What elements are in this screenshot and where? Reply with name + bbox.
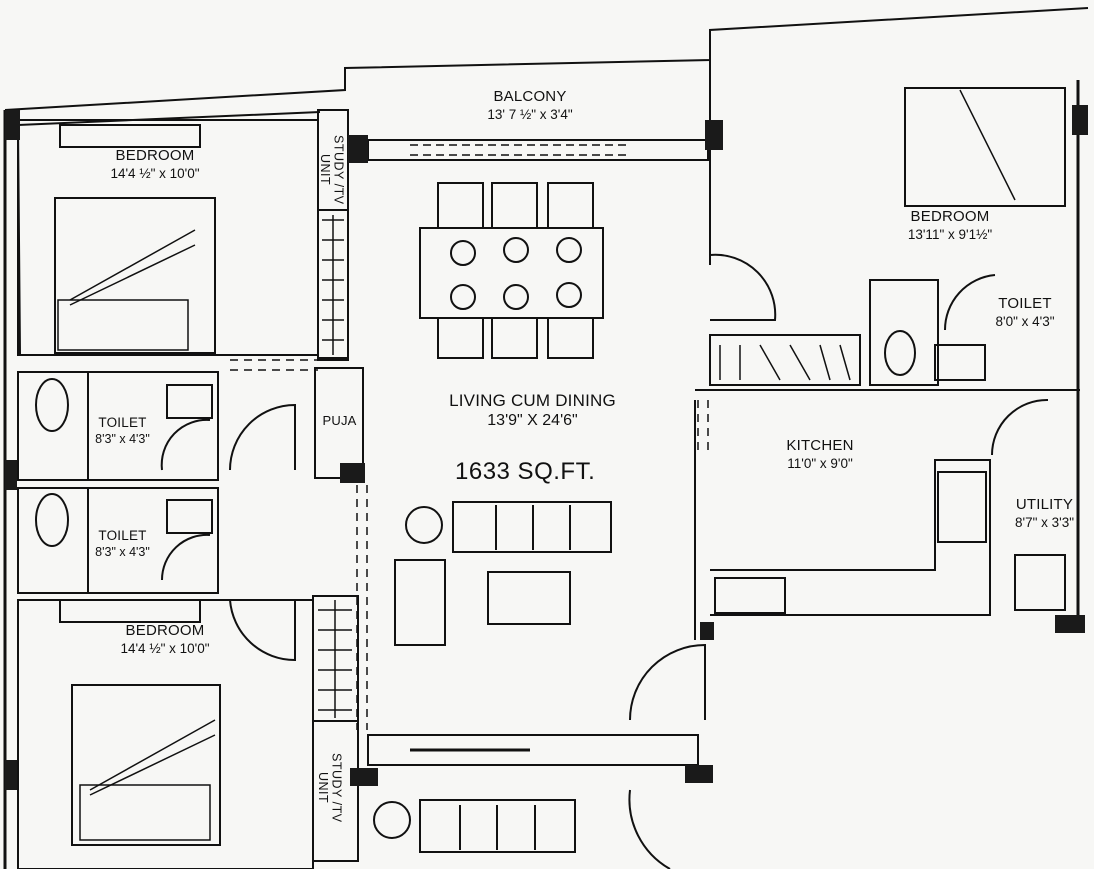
room-label-bedroom-top-right: BEDROOM 13'11" x 9'1½" bbox=[885, 208, 1015, 244]
room-name: BEDROOM bbox=[125, 622, 205, 639]
room-name: TOILET bbox=[98, 415, 147, 430]
room-dimension: 13'9" X 24'6" bbox=[487, 412, 578, 430]
room-name: TOILET bbox=[98, 528, 147, 543]
room-name: KITCHEN bbox=[786, 437, 854, 454]
room-label-puja: PUJA bbox=[317, 413, 362, 429]
room-name: BALCONY bbox=[493, 88, 567, 105]
room-dimension: 14'4 ½" x 10'0" bbox=[120, 640, 210, 656]
room-label-balcony: BALCONY 13' 7 ½" x 3'4" bbox=[445, 88, 615, 124]
room-dimension: 11'0" x 9'0" bbox=[787, 455, 853, 471]
room-label-toilet-left-1: TOILET 8'3" x 4'3" bbox=[85, 415, 160, 448]
room-dimension: 14'4 ½" x 10'0" bbox=[110, 165, 200, 181]
room-label-utility: UTILITY 8'7" x 3'3" bbox=[1002, 496, 1087, 532]
room-dimension: 8'3" x 4'3" bbox=[95, 431, 150, 446]
room-label-bedroom-top-left: BEDROOM 14'4 ½" x 10'0" bbox=[70, 147, 240, 183]
room-name: BEDROOM bbox=[910, 208, 990, 225]
room-name: UTILITY bbox=[1015, 496, 1074, 513]
room-label-toilet-right: TOILET 8'0" x 4'3" bbox=[985, 295, 1065, 331]
room-label-study-bottom: STUDY /TV UNIT bbox=[316, 753, 344, 823]
room-name: TOILET bbox=[998, 295, 1052, 312]
outer-wall bbox=[4, 7, 1089, 111]
room-dimension: 13' 7 ½" x 3'4" bbox=[487, 106, 573, 122]
room-label-study-top: STUDY /TV UNIT bbox=[318, 134, 346, 205]
room-name: LIVING CUM DINING bbox=[449, 391, 616, 410]
room-label-living-dining: LIVING CUM DINING 13'9" X 24'6" bbox=[420, 390, 645, 431]
room-dimension: 13'11" x 9'1½" bbox=[907, 226, 993, 242]
total-area-label: 1633 SQ.FT. bbox=[455, 458, 596, 485]
room-dimension: 8'3" x 4'3" bbox=[95, 544, 150, 559]
room-label-kitchen: KITCHEN 11'0" x 9'0" bbox=[760, 437, 880, 473]
room-label-bedroom-bottom-left: BEDROOM 14'4 ½" x 10'0" bbox=[80, 622, 250, 658]
room-label-toilet-left-2: TOILET 8'3" x 4'3" bbox=[85, 528, 160, 561]
room-name: PUJA bbox=[322, 413, 357, 428]
room-name: BEDROOM bbox=[115, 147, 195, 164]
room-dimension: 8'0" x 4'3" bbox=[995, 313, 1055, 329]
room-dimension: 8'7" x 3'3" bbox=[1014, 514, 1075, 530]
